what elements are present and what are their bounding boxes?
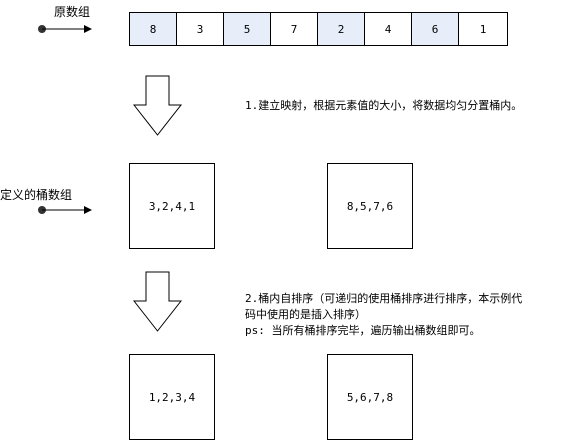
original-array-pointer bbox=[38, 25, 92, 33]
bucket-2-unsorted: 8,5,7,6 bbox=[327, 163, 413, 249]
array-cell: 1 bbox=[479, 22, 487, 36]
down-arrow-icon bbox=[133, 271, 183, 332]
bucket-1-sorted: 1,2,3,4 bbox=[129, 354, 215, 440]
array-cell: 8 bbox=[130, 13, 177, 45]
down-arrow-icon bbox=[133, 75, 183, 136]
array-cell: 3 bbox=[177, 13, 224, 45]
array-cell: 6 bbox=[412, 13, 459, 45]
array-cell: 5 bbox=[224, 13, 271, 45]
bucket-2-sorted: 5,6,7,8 bbox=[327, 354, 413, 440]
defined-buckets-label: 定义的桶数组 bbox=[0, 188, 73, 202]
bucket-array-pointer bbox=[38, 206, 92, 214]
step2-line2: 码中使用的是插入排序） bbox=[245, 308, 366, 321]
array-cell: 4 bbox=[365, 13, 412, 45]
step2-line3: ps: 当所有桶排序完毕，遍历输出桶数组即可。 bbox=[245, 324, 481, 337]
step1-note: 1.建立映射，根据元素值的大小，将数据均匀分置桶内。 bbox=[245, 99, 523, 112]
bucket-1-unsorted: 3,2,4,1 bbox=[129, 163, 215, 249]
array-cell: 7 bbox=[271, 13, 318, 45]
step2-note: 2.桶内自排序（可递归的使用桶排序进行排序，本示例代 码中使用的是插入排序） p… bbox=[245, 291, 522, 339]
original-array-label: 原数组 bbox=[54, 5, 91, 19]
array-cell: 2 bbox=[318, 13, 365, 45]
step2-line1: 2.桶内自排序（可递归的使用桶排序进行排序，本示例代 bbox=[245, 292, 523, 305]
